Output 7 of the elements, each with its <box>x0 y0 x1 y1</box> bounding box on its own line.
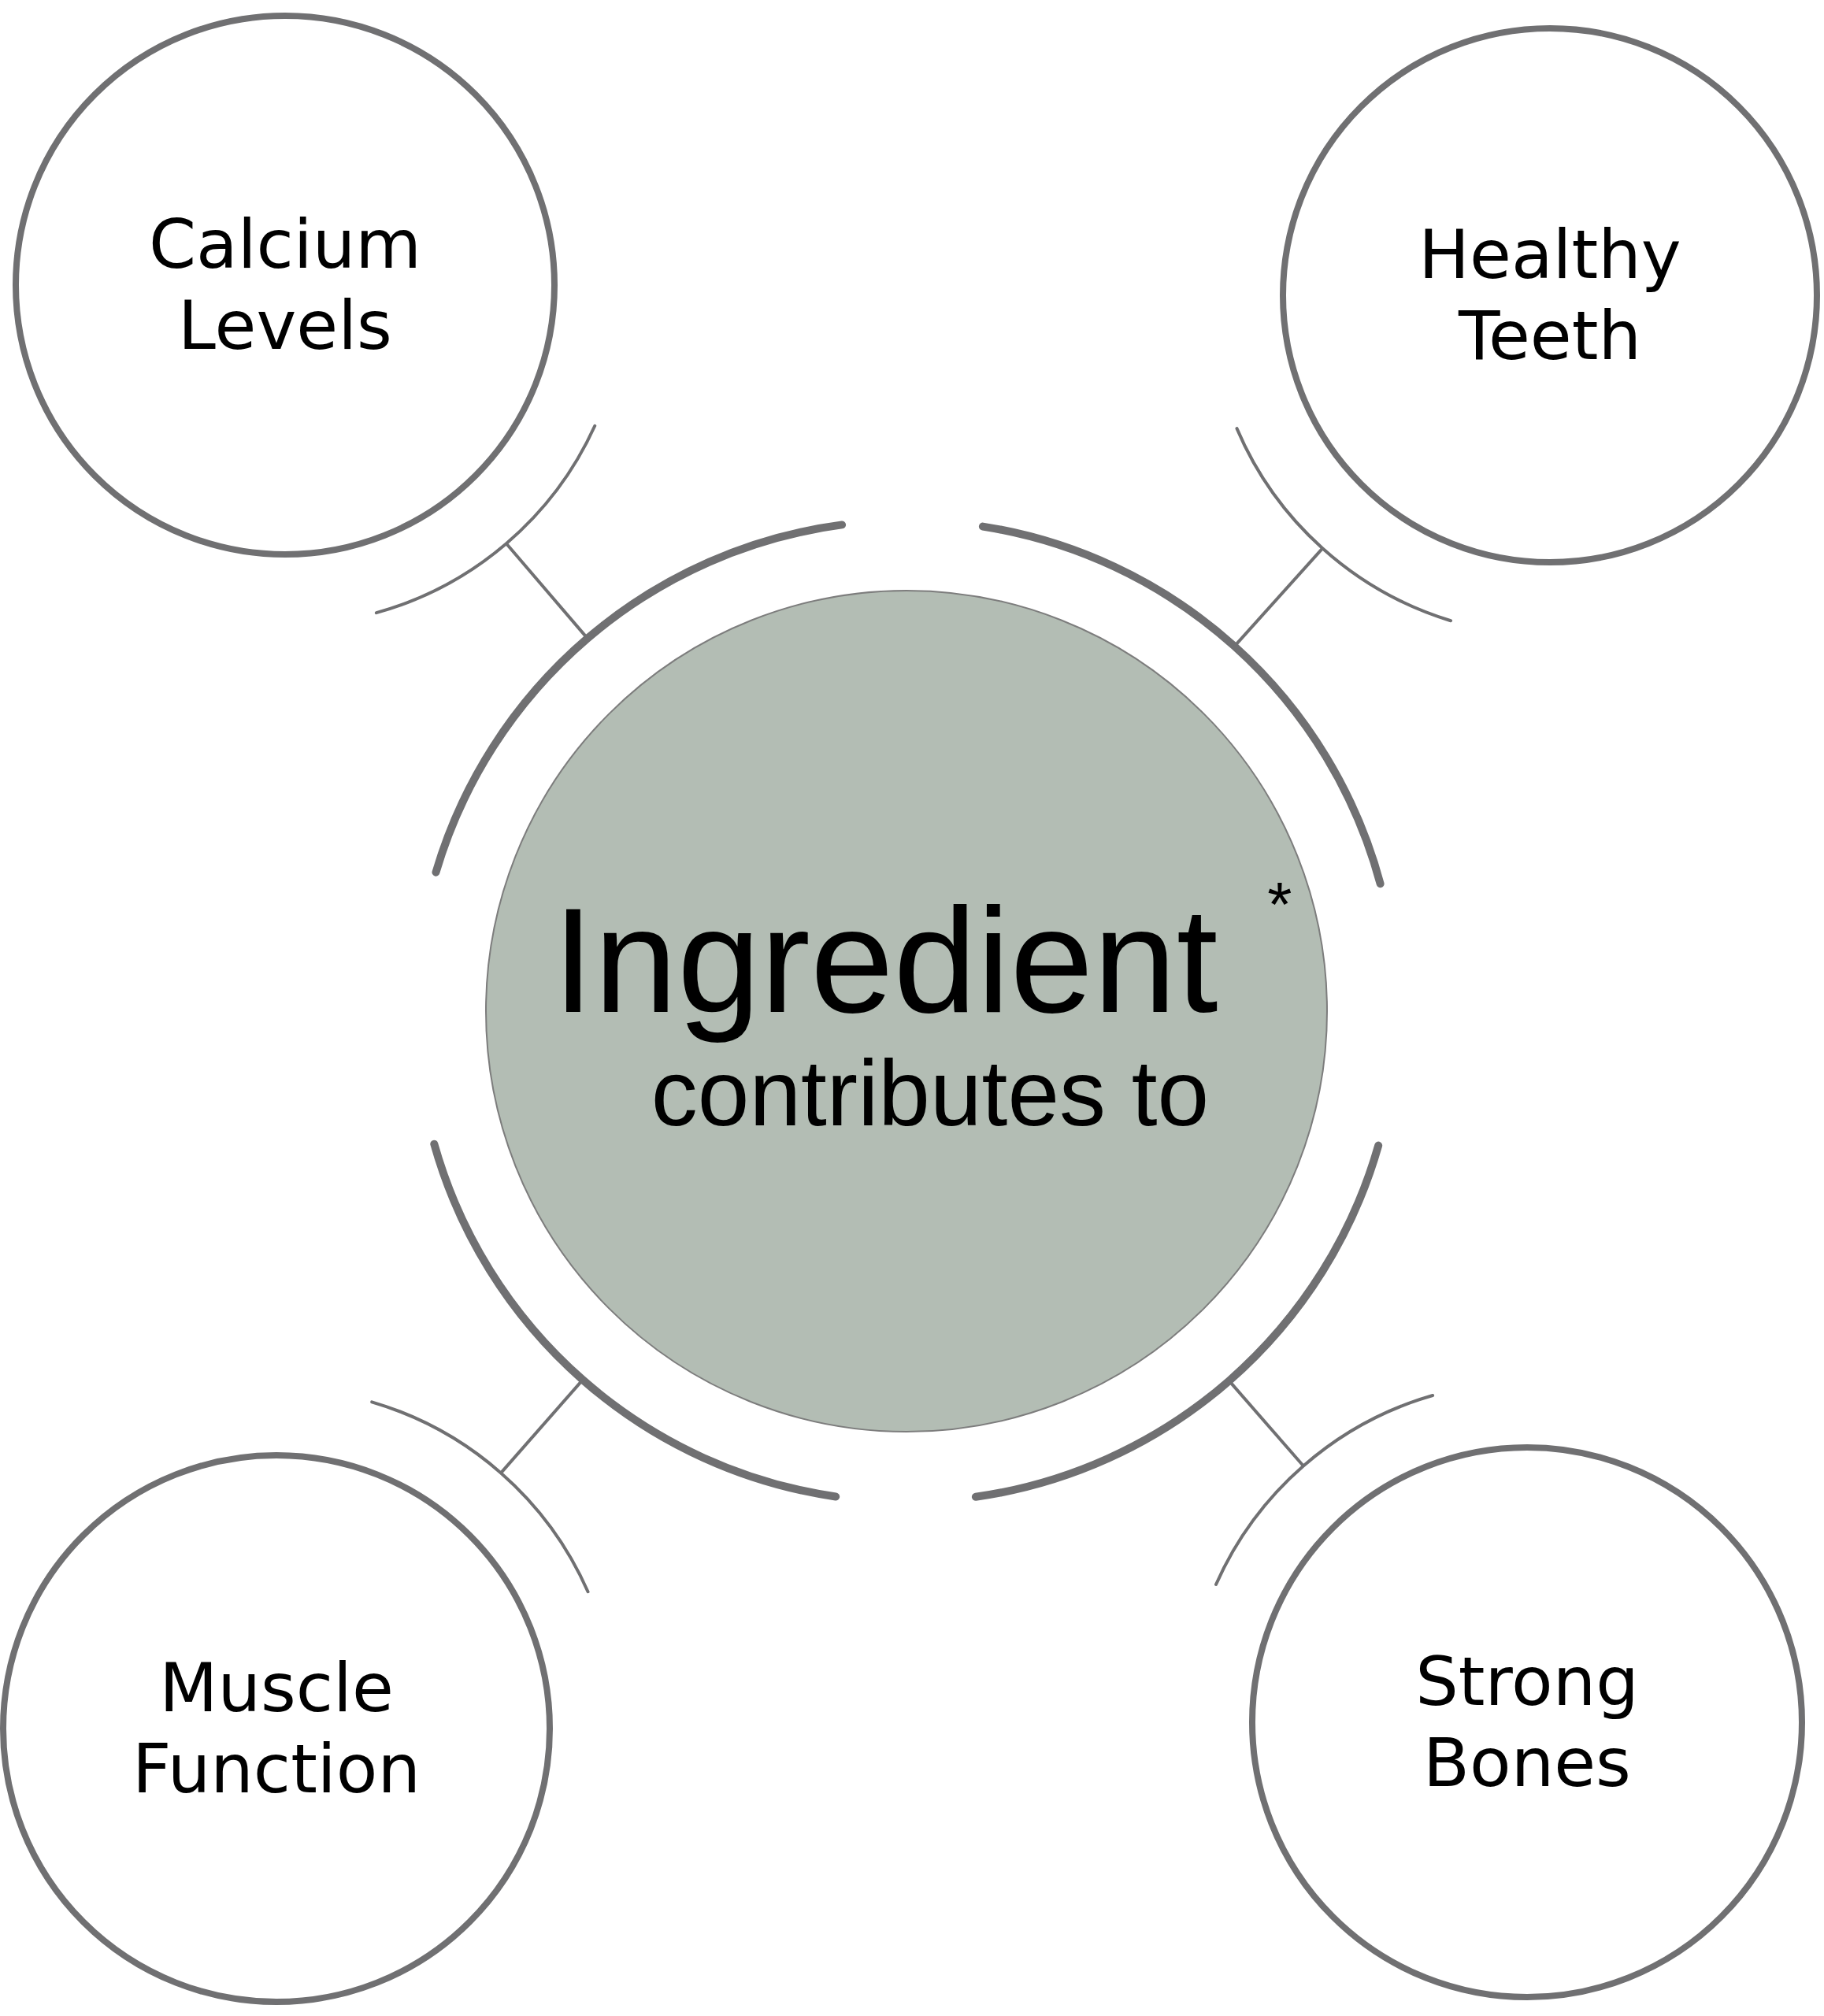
topic-label: Healthy Teeth <box>1418 213 1682 376</box>
topic-label: Calcium Levels <box>147 203 423 366</box>
connector-line <box>1228 1380 1305 1467</box>
topic-label: Strong Bones <box>1414 1640 1640 1803</box>
subheading: contributes to <box>651 1042 1210 1145</box>
topic-label: Muscle Function <box>132 1647 421 1810</box>
main-heading: Ingredient $^{*}$ <box>552 877 1292 1043</box>
